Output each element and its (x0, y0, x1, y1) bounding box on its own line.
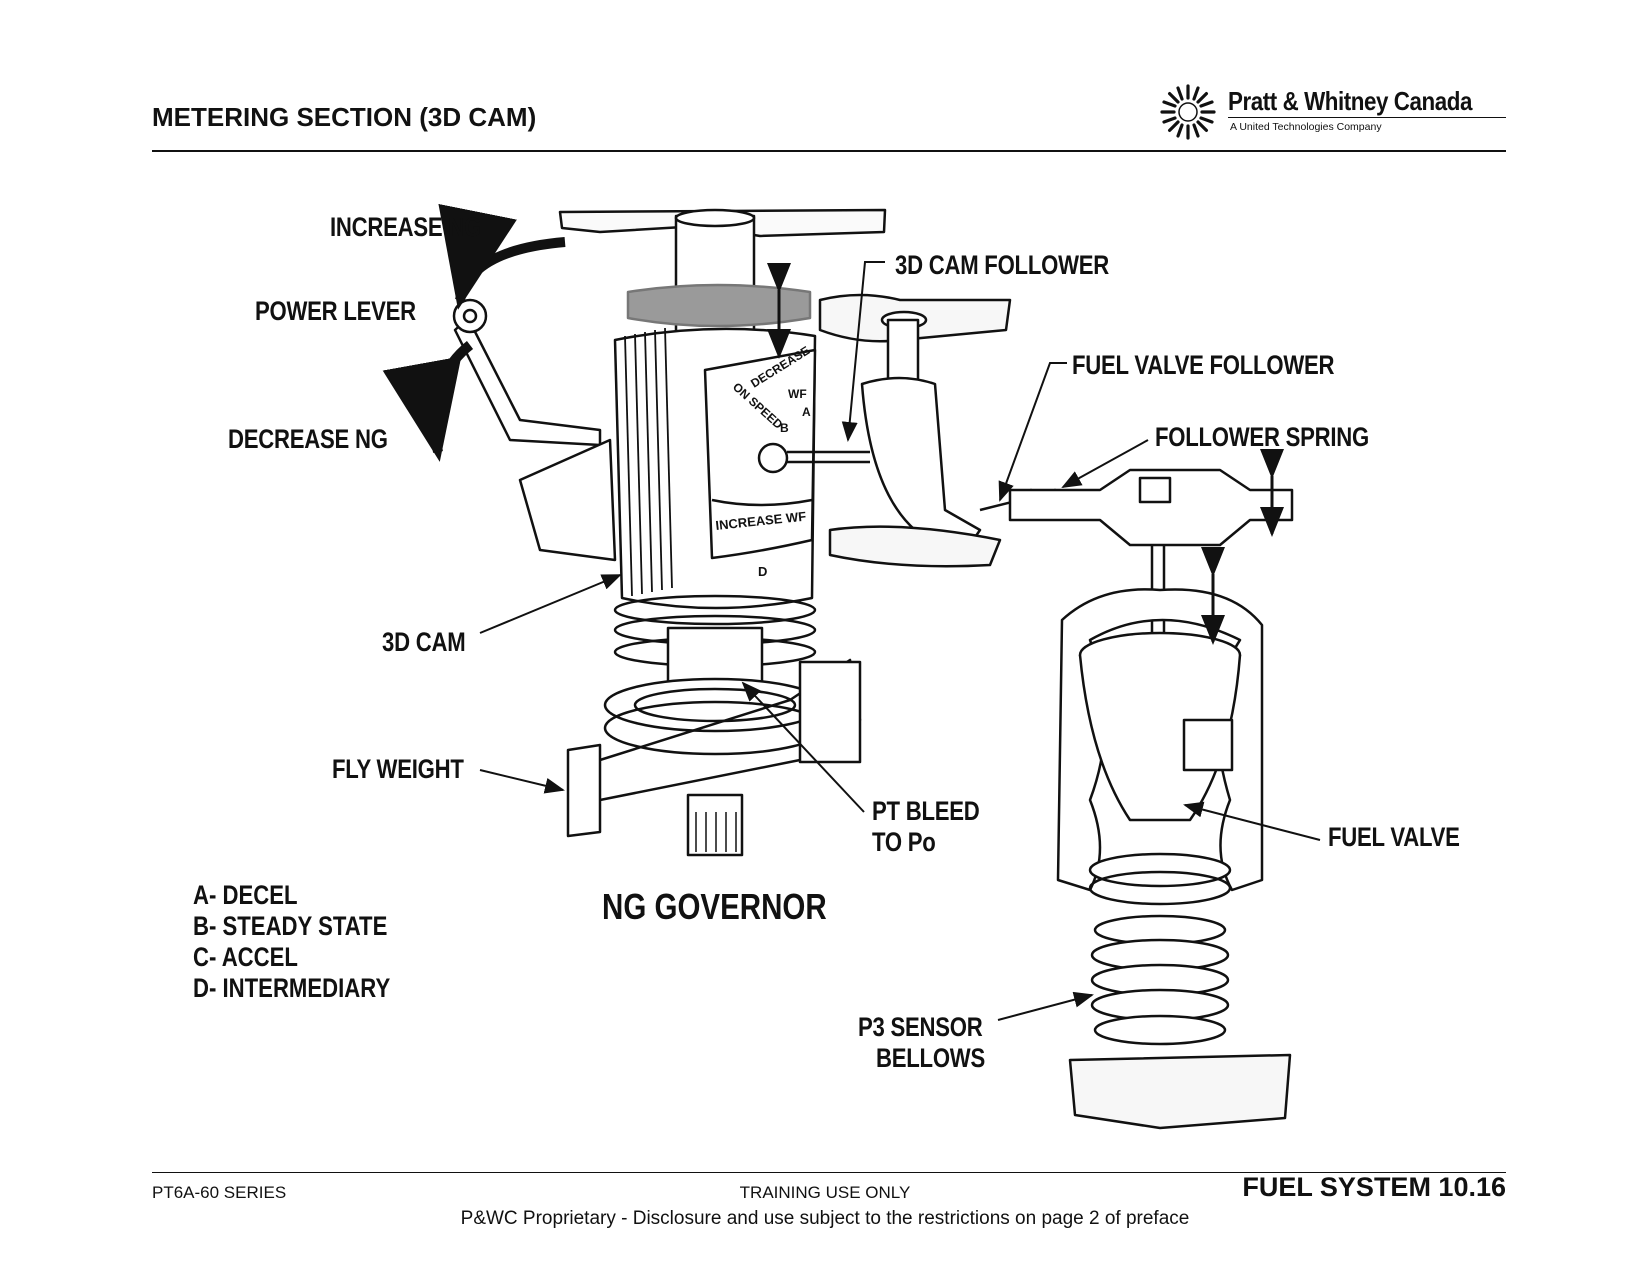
cam-ribs (614, 327, 673, 599)
cam-follower-roller (757, 442, 789, 474)
p3-sensor-bellows (1090, 914, 1230, 1046)
cam-mark-wf: WF (788, 387, 807, 401)
legend-item: B- STEADY STATE (193, 911, 388, 941)
sunburst-logo-icon (1160, 84, 1216, 140)
label-power-lever: POWER LEVER (255, 296, 416, 326)
leader-fuel-valve-follower (998, 362, 1067, 502)
label-increase-ng: INCREASE NG (330, 212, 482, 242)
label-fly-weight: FLY WEIGHT (332, 754, 464, 784)
cam-mark-b: B (780, 421, 789, 435)
label-follower-spring: FOLLOWER SPRING (1155, 422, 1370, 452)
label-decrease-ng: DECREASE NG (228, 424, 388, 454)
leader-3d-cam (479, 574, 622, 634)
legend-item: D- INTERMEDIARY (193, 973, 391, 1003)
header-divider (152, 150, 1506, 152)
fly-weight-bracket (566, 743, 602, 838)
label-3d-cam: 3D CAM (382, 627, 466, 657)
footer-section: FUEL SYSTEM 10.16 (1242, 1172, 1506, 1202)
drive-gear (686, 793, 744, 857)
footer-proprietary: P&WC Proprietary - Disclosure and use su… (460, 1208, 1190, 1229)
label-3d-cam-follower: 3D CAM FOLLOWER (895, 250, 1110, 280)
leader-follower-spring (1061, 439, 1149, 488)
label-ng-governor: NG GOVERNOR (602, 886, 827, 927)
cam-legend: A- DECEL B- STEADY STATE C- ACCEL D- INT… (193, 880, 390, 1004)
leader-pt-bleed (741, 681, 865, 813)
rotation-band (626, 283, 812, 328)
cam-mark-d: D (758, 564, 767, 579)
power-lever-arm (453, 316, 602, 447)
bellows-base (1068, 1053, 1292, 1130)
label-p3-sensor-line2: BELLOWS (876, 1043, 985, 1073)
leader-cam-follower (841, 261, 885, 442)
leader-fly-weight (479, 769, 565, 794)
footer-divider (152, 1172, 1506, 1173)
fuel-valve-lever (1008, 468, 1294, 547)
page-title: METERING SECTION (3D CAM) (152, 102, 537, 132)
label-p3-sensor-line1: P3 SENSOR (858, 1012, 983, 1042)
cam-mark-a: A (802, 405, 811, 419)
fuel-valve-body (1078, 654, 1242, 822)
logo-tagline: A United Technologies Company (1230, 121, 1382, 133)
footer-training: TRAINING USE ONLY (739, 1183, 911, 1202)
leader-p3-sensor (997, 991, 1094, 1021)
leader-fuel-valve (1183, 801, 1321, 841)
legend-item: C- ACCEL (193, 942, 298, 972)
label-pt-bleed-line1: PT BLEED (872, 796, 980, 826)
power-lever-arrow (438, 203, 566, 310)
label-fuel-valve: FUEL VALVE (1328, 822, 1460, 852)
gear-sector (518, 438, 617, 562)
logo-divider (1228, 117, 1506, 118)
label-fuel-valve-follower: FUEL VALVE FOLLOWER (1072, 350, 1335, 380)
logo-name: Pratt & Whitney Canada (1228, 86, 1472, 116)
footer-series: PT6A-60 SERIES (152, 1183, 287, 1202)
label-pt-bleed-line2: TO Po (872, 827, 936, 857)
legend-item: A- DECEL (193, 880, 298, 910)
